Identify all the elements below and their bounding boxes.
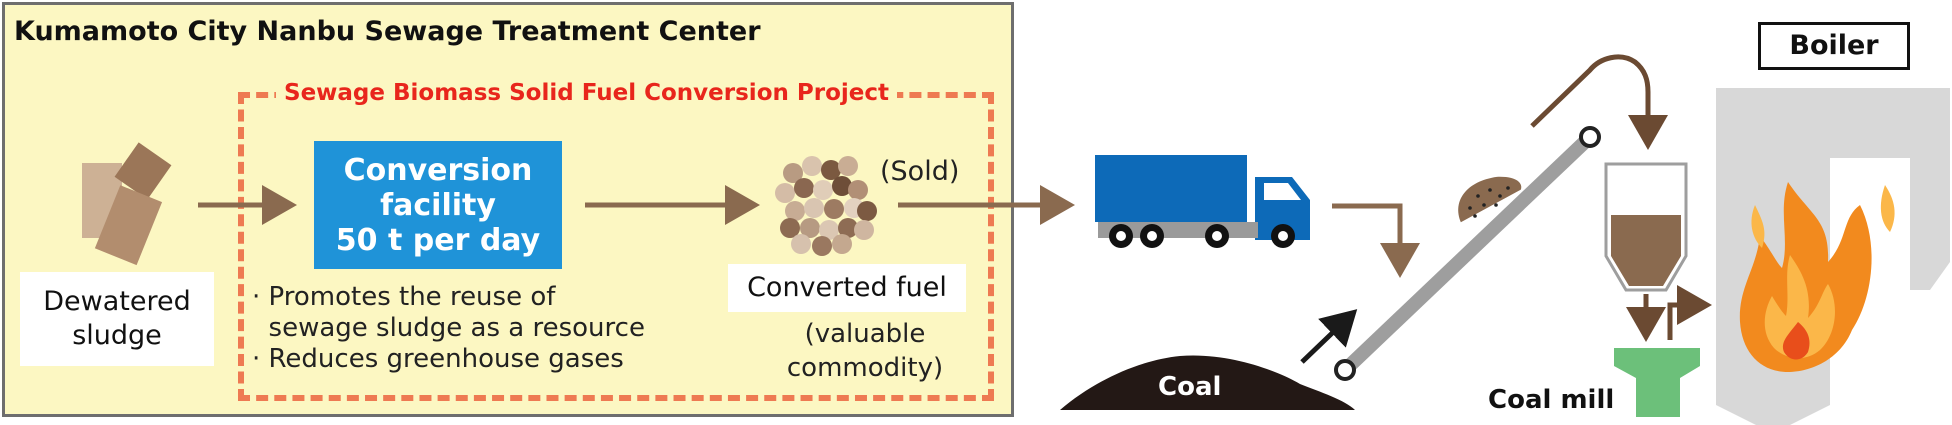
project-title: Sewage Biomass Solid Fuel Conversion Pro… xyxy=(276,80,897,106)
flow-arrow-coal-to-conveyor xyxy=(1300,309,1358,364)
flow-arrow-truck-to-conveyor xyxy=(1332,203,1420,278)
dewatered-sludge-line1: Dewatered xyxy=(43,286,191,317)
flame-icon xyxy=(1739,182,1895,372)
facility-line1: Conversion xyxy=(343,152,533,188)
valuable-commodity-note: (valuable commodity) xyxy=(760,317,970,385)
truck-icon xyxy=(1095,155,1310,248)
pellets-icon xyxy=(775,156,877,256)
conveyor-icon xyxy=(1334,126,1601,381)
treatment-center-title: Kumamoto City Nanbu Sewage Treatment Cen… xyxy=(14,16,761,47)
flow-arrow-conveyor-to-hopper xyxy=(1530,54,1668,150)
hopper-icon xyxy=(1604,162,1688,292)
benefits-list: · Promotes the reuse of sewage sludge as… xyxy=(252,282,645,375)
sludge-icon xyxy=(82,142,172,266)
benefit-item: sewage sludge as a resource xyxy=(252,313,645,343)
coal-mill-label: Coal mill xyxy=(1488,385,1615,415)
commodity-line2: commodity) xyxy=(786,353,944,383)
conversion-facility-box: Conversion facility 50 t per day xyxy=(314,141,562,269)
flow-arrow-mill-to-boiler xyxy=(1667,285,1712,340)
facility-capacity: 50 t per day xyxy=(335,222,541,258)
commodity-line1: (valuable xyxy=(804,319,926,349)
dewatered-sludge-label: Dewatered sludge xyxy=(20,272,214,366)
converted-fuel-label: Converted fuel xyxy=(728,264,966,312)
benefit-item: · Promotes the reuse of xyxy=(252,282,556,312)
benefit-item: · Reduces greenhouse gases xyxy=(252,344,624,374)
sold-label: (Sold) xyxy=(880,156,960,187)
coal-label: Coal xyxy=(1158,372,1222,402)
boiler-label: Boiler xyxy=(1758,22,1910,70)
dewatered-sludge-line2: sludge xyxy=(72,320,162,351)
coal-mill-icon xyxy=(1614,348,1700,417)
facility-line2: facility xyxy=(380,187,496,223)
coal-pile-icon xyxy=(1060,355,1355,410)
